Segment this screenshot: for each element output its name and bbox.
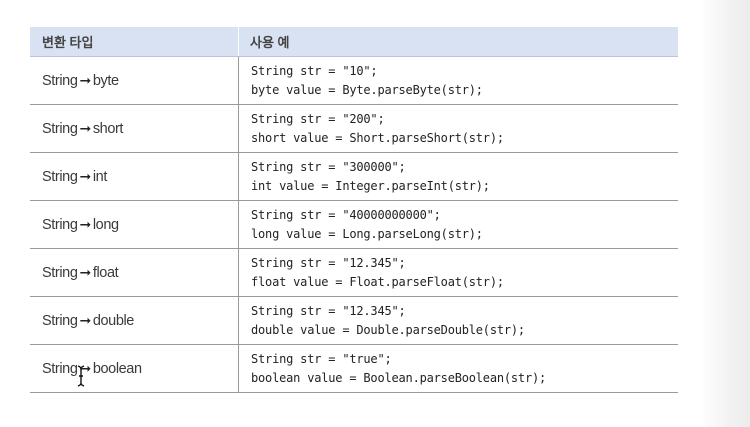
text-cursor-icon <box>77 365 85 387</box>
table-row: String➞float String str = "12.345"; float… <box>30 248 678 297</box>
target-type: boolean <box>92 361 142 377</box>
source-type: String <box>42 265 78 281</box>
source-type: String <box>42 169 78 185</box>
code-line: byte value = Byte.parseByte(str); <box>251 82 483 97</box>
code-line: String str = "12.345"; <box>251 255 406 270</box>
target-type: long <box>92 217 119 233</box>
conversion-type-cell: String➞int <box>30 152 239 201</box>
table-header-row: 변환 타입 사용 예 <box>30 27 678 57</box>
header-conversion-type: 변환 타입 <box>30 27 239 57</box>
conversion-type-cell: String➞float <box>30 248 239 297</box>
table-row: String➞double String str = "12.345"; doub… <box>30 296 678 345</box>
code-line: String str = "10"; <box>251 63 378 78</box>
table-row: String➞short String str = "200"; short va… <box>30 104 678 153</box>
code-line: float value = Float.parseFloat(str); <box>251 274 504 289</box>
right-arrow-icon: ➞ <box>79 360 91 376</box>
target-type: short <box>92 121 124 137</box>
code-example-cell: String str = "300000"; int value = Intege… <box>238 152 678 201</box>
code-line: String str = "200"; <box>251 111 385 126</box>
code-example-cell: String str = "200"; short value = Short.p… <box>238 104 678 153</box>
right-arrow-icon: ➞ <box>79 168 91 184</box>
code-line: String str = "40000000000"; <box>251 207 441 222</box>
code-line: long value = Long.parseLong(str); <box>251 226 483 241</box>
target-type: int <box>92 169 108 185</box>
code-example-cell: String str = "40000000000"; long value = … <box>238 200 678 249</box>
code-line: short value = Short.parseShort(str); <box>251 130 504 145</box>
table-row: String➞long String str = "40000000000"; l… <box>30 200 678 249</box>
table-row: String➞byte String str = "10"; byte value… <box>30 56 678 105</box>
code-example-cell: String str = "12.345"; float value = Floa… <box>238 248 678 297</box>
code-example-cell: String str = "12.345"; double value = Dou… <box>238 296 678 345</box>
code-line: double value = Double.parseDouble(str); <box>251 322 525 337</box>
source-type: String <box>42 313 78 329</box>
right-arrow-icon: ➞ <box>79 312 91 328</box>
conversion-type-cell: String➞long <box>30 200 239 249</box>
code-line: String str = "12.345"; <box>251 303 406 318</box>
code-line: String str = "true"; <box>251 351 392 366</box>
right-arrow-icon: ➞ <box>79 264 91 280</box>
source-type: String <box>42 361 78 377</box>
conversion-type-cell: String➞short <box>30 104 239 153</box>
code-example-cell: String str = "true"; boolean value = Bool… <box>238 344 678 393</box>
code-line: String str = "300000"; <box>251 159 406 174</box>
right-arrow-icon: ➞ <box>79 72 91 88</box>
table-row: String➞int String str = "300000"; int val… <box>30 152 678 201</box>
header-usage-example: 사용 예 <box>238 27 678 57</box>
source-type: String <box>42 121 78 137</box>
conversion-table: 변환 타입 사용 예 String➞byte String str = "10"… <box>30 27 678 393</box>
conversion-type-cell: String➞boolean <box>30 344 239 393</box>
target-type: double <box>92 313 135 329</box>
code-example-cell: String str = "10"; byte value = Byte.pars… <box>238 56 678 105</box>
right-edge-shadow <box>700 0 750 427</box>
source-type: String <box>42 217 78 233</box>
source-type: String <box>42 73 78 89</box>
right-arrow-icon: ➞ <box>79 216 91 232</box>
target-type: byte <box>92 73 119 89</box>
right-arrow-icon: ➞ <box>79 120 91 136</box>
conversion-type-cell: String➞byte <box>30 56 239 105</box>
code-line: boolean value = Boolean.parseBoolean(str… <box>251 370 547 385</box>
table-row: String➞boolean String str = "true"; boole… <box>30 344 678 393</box>
conversion-type-cell: String➞double <box>30 296 239 345</box>
target-type: float <box>92 265 119 281</box>
code-line: int value = Integer.parseInt(str); <box>251 178 490 193</box>
